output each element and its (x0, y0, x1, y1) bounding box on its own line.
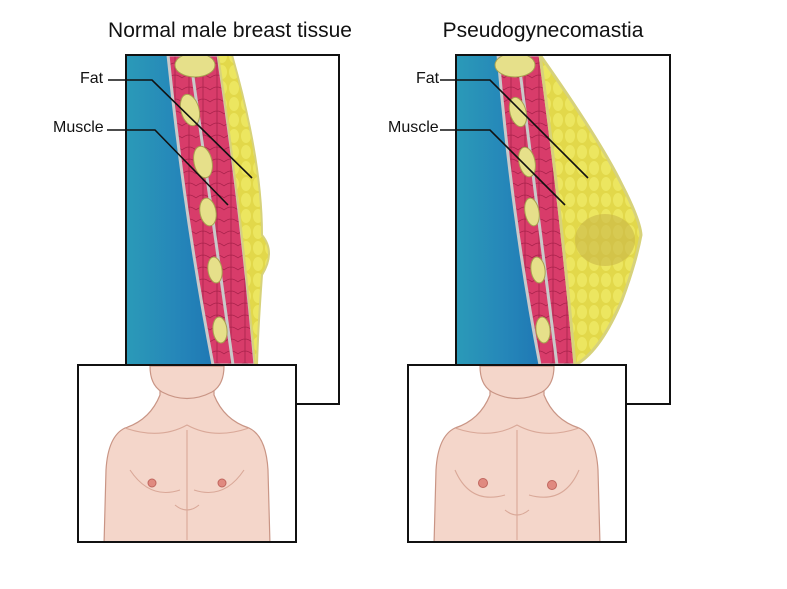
torso-illustration (77, 364, 297, 543)
cross-section-frame (455, 54, 671, 405)
leader-muscle (107, 129, 229, 206)
torso-frame (77, 364, 297, 543)
label-muscle: Muscle (53, 119, 104, 136)
label-fat: Fat (416, 70, 440, 87)
fat-layer (217, 56, 270, 365)
panel-title: Pseudogynecomastia (443, 19, 644, 42)
panel-title: Normal male breast tissue (108, 19, 352, 42)
torso-illustration (407, 364, 627, 543)
cross-section-frame (125, 54, 340, 405)
leader-fat (108, 79, 253, 179)
chest-wall (127, 56, 213, 365)
label-fat: Fat (80, 70, 104, 87)
cross-section (457, 56, 643, 365)
label-muscle: Muscle (388, 119, 439, 136)
leader-muscle (440, 129, 566, 206)
panel-pseudogynecomastia: Pseudogynecomastia Fat Muscle (388, 19, 671, 543)
chest-wall (457, 56, 540, 365)
torso-frame (407, 364, 627, 543)
fat-layer (538, 56, 643, 365)
panel-normal: Normal male breast tissue Fat Muscle (53, 19, 352, 543)
cross-section (127, 56, 270, 365)
leader-fat (440, 79, 589, 179)
